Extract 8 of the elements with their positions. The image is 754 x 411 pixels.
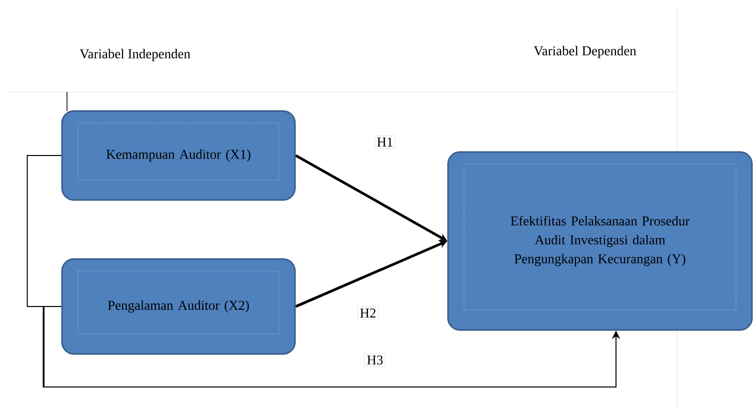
variable-box: Kemampuan Auditor (X1)	[61, 110, 296, 201]
section-heading: Variabel Independen	[80, 48, 190, 62]
edge-label: H2	[358, 306, 378, 320]
variable-box: Pengalaman Auditor (X2)	[61, 258, 296, 355]
variable-box: Efektifitas Pelaksanaan Prosedur Audit Investigasi dalam Pengungkapan Kecurangan (Y)	[447, 151, 753, 331]
edge-label: H3	[364, 353, 386, 367]
edge-label: H1	[374, 135, 396, 149]
section-heading: Variabel Dependen	[534, 46, 636, 58]
